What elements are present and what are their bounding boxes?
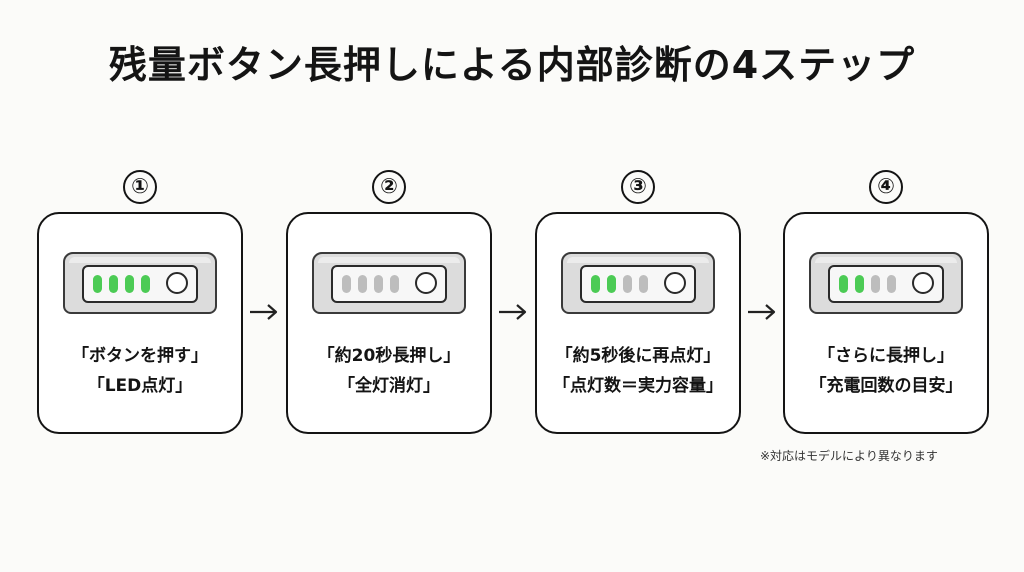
led-indicator-3 [374, 275, 383, 293]
led-indicator-2 [109, 275, 118, 293]
led-panel [580, 265, 696, 303]
led-indicator-3 [871, 275, 880, 293]
led-indicator-1 [93, 275, 102, 293]
led-indicator-1 [839, 275, 848, 293]
step-4-card: 「さらに長押し」 「充電回数の目安」 [783, 212, 989, 434]
step-3-card: 「約5秒後に再点灯」 「点灯数＝実力容量」 [535, 212, 741, 434]
led-panel [331, 265, 447, 303]
right-arrow-icon [499, 304, 527, 320]
led-indicator-4 [141, 275, 150, 293]
step-3-caption-line-1: 「約5秒後に再点灯」 [555, 346, 721, 366]
step-2-card: 「約20秒長押し」 「全灯消灯」 [286, 212, 492, 434]
led-panel [828, 265, 944, 303]
step-3-caption-line-2: 「点灯数＝実力容量」 [553, 376, 723, 396]
led-indicator-1 [591, 275, 600, 293]
led-indicator-2 [607, 275, 616, 293]
battery-device-icon [312, 252, 466, 314]
step-1-caption-line-1: 「ボタンを押す」 [72, 346, 208, 366]
power-button-icon [166, 272, 188, 294]
right-arrow-icon [748, 304, 776, 320]
power-button-icon [664, 272, 686, 294]
diagram-title: 残量ボタン長押しによる内部診断の4ステップ [108, 43, 916, 87]
power-button-icon [912, 272, 934, 294]
step-4-number: ④ [869, 170, 903, 204]
battery-device-icon [809, 252, 963, 314]
led-panel [82, 265, 198, 303]
led-indicator-4 [887, 275, 896, 293]
led-indicator-4 [390, 275, 399, 293]
led-indicator-3 [125, 275, 134, 293]
step-3-number: ③ [621, 170, 655, 204]
step-1-caption-line-2: 「LED点灯」 [87, 376, 193, 396]
right-arrow-icon [250, 304, 278, 320]
step-2-caption-line-2: 「全灯消灯」 [338, 376, 440, 396]
led-indicator-1 [342, 275, 351, 293]
step-2-caption-line-1: 「約20秒長押し」 [317, 346, 461, 366]
step-1-card: 「ボタンを押す」 「LED点灯」 [37, 212, 243, 434]
step-4-caption-line-2: 「充電回数の目安」 [809, 376, 963, 396]
footnote: ※対応はモデルにより異なります [760, 449, 938, 463]
led-indicator-2 [855, 275, 864, 293]
led-indicator-2 [358, 275, 367, 293]
step-1-number: ① [123, 170, 157, 204]
power-button-icon [415, 272, 437, 294]
led-indicator-3 [623, 275, 632, 293]
step-4-caption-line-1: 「さらに長押し」 [818, 346, 954, 366]
step-2-number: ② [372, 170, 406, 204]
battery-device-icon [63, 252, 217, 314]
battery-device-icon [561, 252, 715, 314]
led-indicator-4 [639, 275, 648, 293]
